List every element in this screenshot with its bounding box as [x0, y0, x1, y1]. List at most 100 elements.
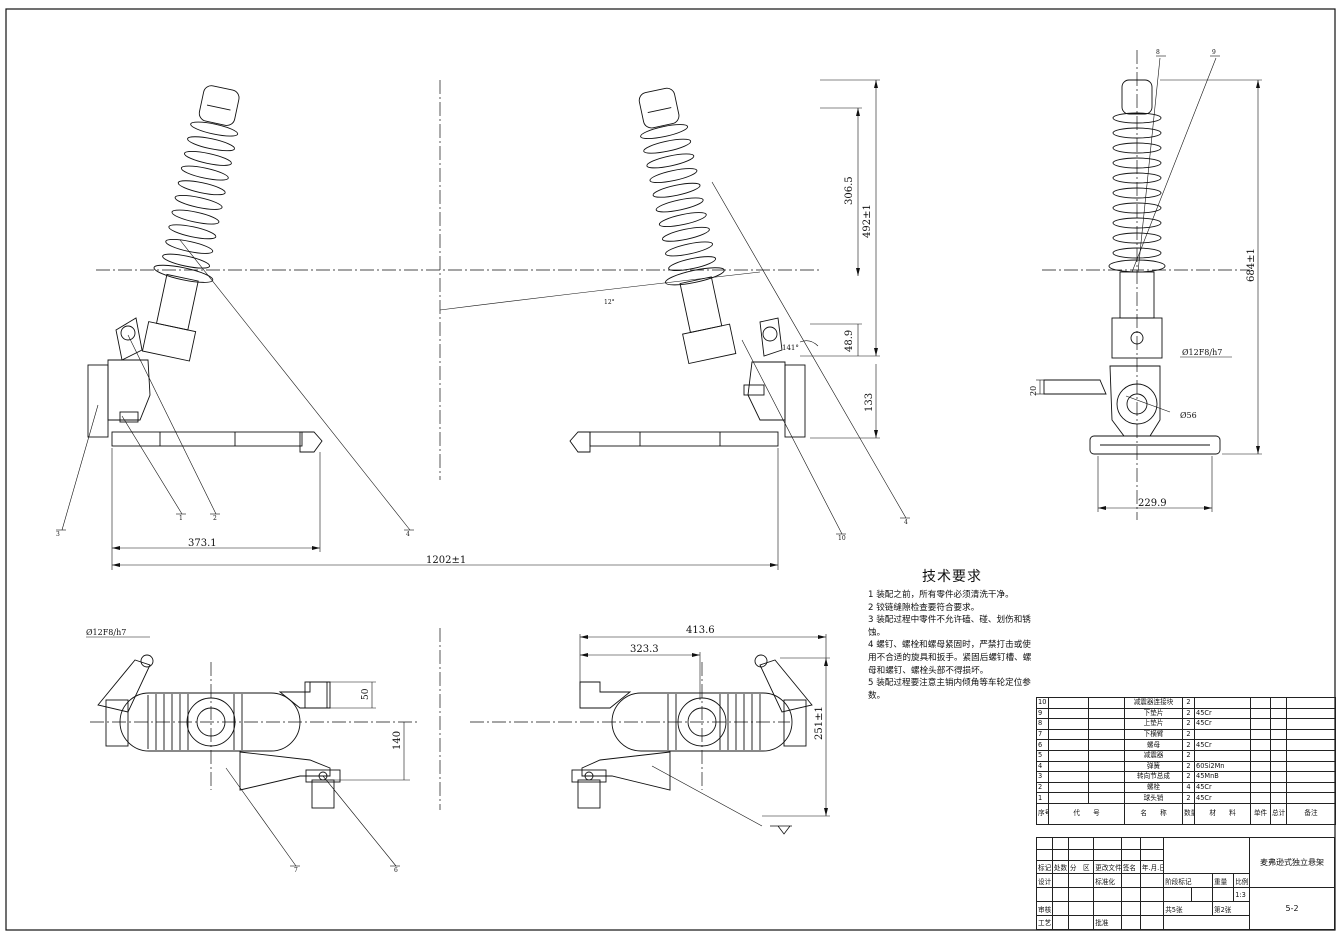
bom-material: 45Cr [1194, 792, 1251, 804]
dim-492: 492±1 [862, 204, 873, 238]
tb-sheet-no: 第2张 [1211, 901, 1251, 916]
bom-header-qty: 数量 [1182, 802, 1195, 825]
requirement-item: 1 装配之前，所有零件必须清洗干净。 [868, 590, 1014, 600]
bom-qty: 2 [1182, 718, 1195, 730]
bom-no: 6 [1036, 739, 1049, 751]
balloon-texts: 1 2 3 4 4 10 8 9 7 6 [56, 49, 1216, 874]
bom-header-total-weight: 总计 [1270, 802, 1287, 825]
bom-row: 5 减震器 2 [1036, 749, 1336, 762]
bom-material: 45Cr [1194, 718, 1251, 730]
dim-133: 133 [864, 393, 875, 412]
technical-requirements: 技术要求 1 装配之前，所有零件必须清洗干净。 2 铰链缝隙检查要符合要求。 3… [868, 566, 1036, 702]
dim-56: Ø56 [1180, 411, 1197, 420]
drawing-number: 5-2 [1249, 887, 1335, 930]
bom-row: 4 弹簧 2 60Si2Mn [1036, 760, 1336, 773]
fit-label-1: Ø12F8/h7 [86, 628, 126, 637]
balloon-7: 7 [294, 867, 298, 874]
dimension-texts: 373.1 1202±1 306.5 492±1 48.9 133 684±1 … [86, 176, 1257, 750]
tb-scale: 比例 [1233, 873, 1251, 889]
bom-name: 转向节总成 [1124, 771, 1183, 783]
tb-sheets: 共5张 [1163, 901, 1213, 916]
bom-material: 45Cr [1194, 781, 1251, 794]
balloon-3: 3 [56, 531, 60, 538]
bom-no: 7 [1036, 728, 1049, 741]
bom-no: 10 [1036, 697, 1049, 709]
dim-48: 48.9 [844, 330, 855, 352]
bom-row: 6 螺母 2 45Cr [1036, 739, 1336, 751]
dim-1202: 1202±1 [426, 555, 466, 566]
spring-coils-top-left [147, 694, 243, 750]
tb-sign: 签名 [1120, 860, 1141, 875]
tb-zone: 分 区 [1067, 860, 1095, 875]
requirement-item: 5 装配过程要注意主销内倾角等车轮定位参数。 [868, 678, 1031, 701]
bom-row: 8 上垫片 2 45Cr [1036, 718, 1336, 730]
bom-qty: 4 [1182, 781, 1195, 794]
bom-name: 球头销 [1124, 792, 1183, 804]
bom-qty: 2 [1182, 760, 1195, 773]
bom-qty: 2 [1182, 749, 1195, 762]
dim-50: 50 [361, 688, 371, 700]
bom-material: 45Cr [1194, 707, 1251, 720]
bom-header-material: 材 料 [1194, 802, 1251, 825]
side-view [1043, 79, 1221, 455]
bom-qty: 2 [1182, 697, 1195, 709]
dim-413: 413.6 [686, 625, 715, 636]
bom-table: 10 减震器连接块 2 9 下垫片 2 45Cr 8 上垫片 2 45Cr 7 … [1036, 697, 1336, 930]
angle-141: 141° [782, 344, 799, 352]
bom-row: 3 转向节总成 2 45MnB [1036, 771, 1336, 783]
spring-coils-left [153, 121, 239, 283]
spring-coils-middle [640, 124, 725, 286]
bom-header-unit-weight: 单件 [1250, 802, 1271, 825]
requirement-item: 2 铰链缝隙检查要符合要求。 [868, 602, 980, 613]
balloon-2: 2 [213, 515, 217, 522]
bom-row: 9 下垫片 2 45Cr [1036, 707, 1336, 720]
requirement-item: 4 螺钉、螺栓和螺母紧固时，严禁打击或使用不合适的旋具和扳手。紧固后螺钉槽、螺母… [868, 640, 1032, 676]
balloon-9: 9 [1212, 49, 1216, 56]
bom-qty: 2 [1182, 728, 1195, 741]
balloon-8: 8 [1156, 49, 1160, 56]
tb-date: 年.月.日 [1139, 860, 1165, 875]
bom-material: 60Si2Mn [1194, 760, 1251, 773]
bom-name: 弹簧 [1124, 760, 1183, 773]
bom-no: 2 [1036, 781, 1049, 794]
requirements-title: 技术要求 [922, 569, 982, 585]
requirement-item: 3 装配过程中零件不允许磕、碰、划伤和锈蚀。 [868, 615, 1031, 638]
bom-header-name: 名 称 [1124, 802, 1183, 825]
front-view-middle [569, 87, 806, 453]
dim-323: 323.3 [630, 644, 659, 655]
center-lines [90, 50, 1250, 810]
top-view-left [97, 654, 341, 809]
bom-name: 减震器连接块 [1124, 697, 1183, 709]
tb-stage: 阶段标记 [1163, 873, 1213, 889]
bom-name: 减震器 [1124, 749, 1183, 762]
tb-count: 处数 [1051, 860, 1069, 875]
bom-name: 螺母 [1124, 739, 1183, 751]
balloon-1: 1 [179, 515, 183, 522]
tb-weight: 重量 [1211, 873, 1235, 889]
bom-no: 1 [1036, 792, 1049, 804]
tb-design: 设计 [1036, 873, 1053, 889]
bom-header-code: 代 号 [1048, 802, 1125, 825]
tb-mark: 标记 [1036, 860, 1053, 875]
bom-no: 3 [1036, 771, 1049, 783]
fit-label-2: Ø12F8/h7 [1182, 348, 1222, 357]
bom-row: 1 球头销 2 45Cr [1036, 792, 1336, 804]
bom-no: 5 [1036, 749, 1049, 762]
bom-qty: 2 [1182, 771, 1195, 783]
bom-qty: 2 [1182, 739, 1195, 751]
bom-name: 上垫片 [1124, 718, 1183, 730]
bom-qty: 2 [1182, 707, 1195, 720]
bom-header-remark: 备注 [1286, 802, 1336, 825]
dim-140: 140 [392, 731, 403, 750]
bom-no: 9 [1036, 707, 1049, 720]
drawing-frame [5, 8, 1336, 931]
bom-material: 45MnB [1194, 771, 1251, 783]
bom-material [1194, 749, 1251, 762]
dimension-arrows [112, 80, 1260, 816]
bom-no: 4 [1036, 760, 1049, 773]
balloon-4a: 4 [406, 531, 410, 538]
bom-header-row: 序号 代 号 名 称 数量 材 料 单件 总计 备注 [1036, 802, 1336, 825]
tb-scale-value: 1:3 [1233, 887, 1251, 903]
dim-373: 373.1 [188, 538, 217, 549]
